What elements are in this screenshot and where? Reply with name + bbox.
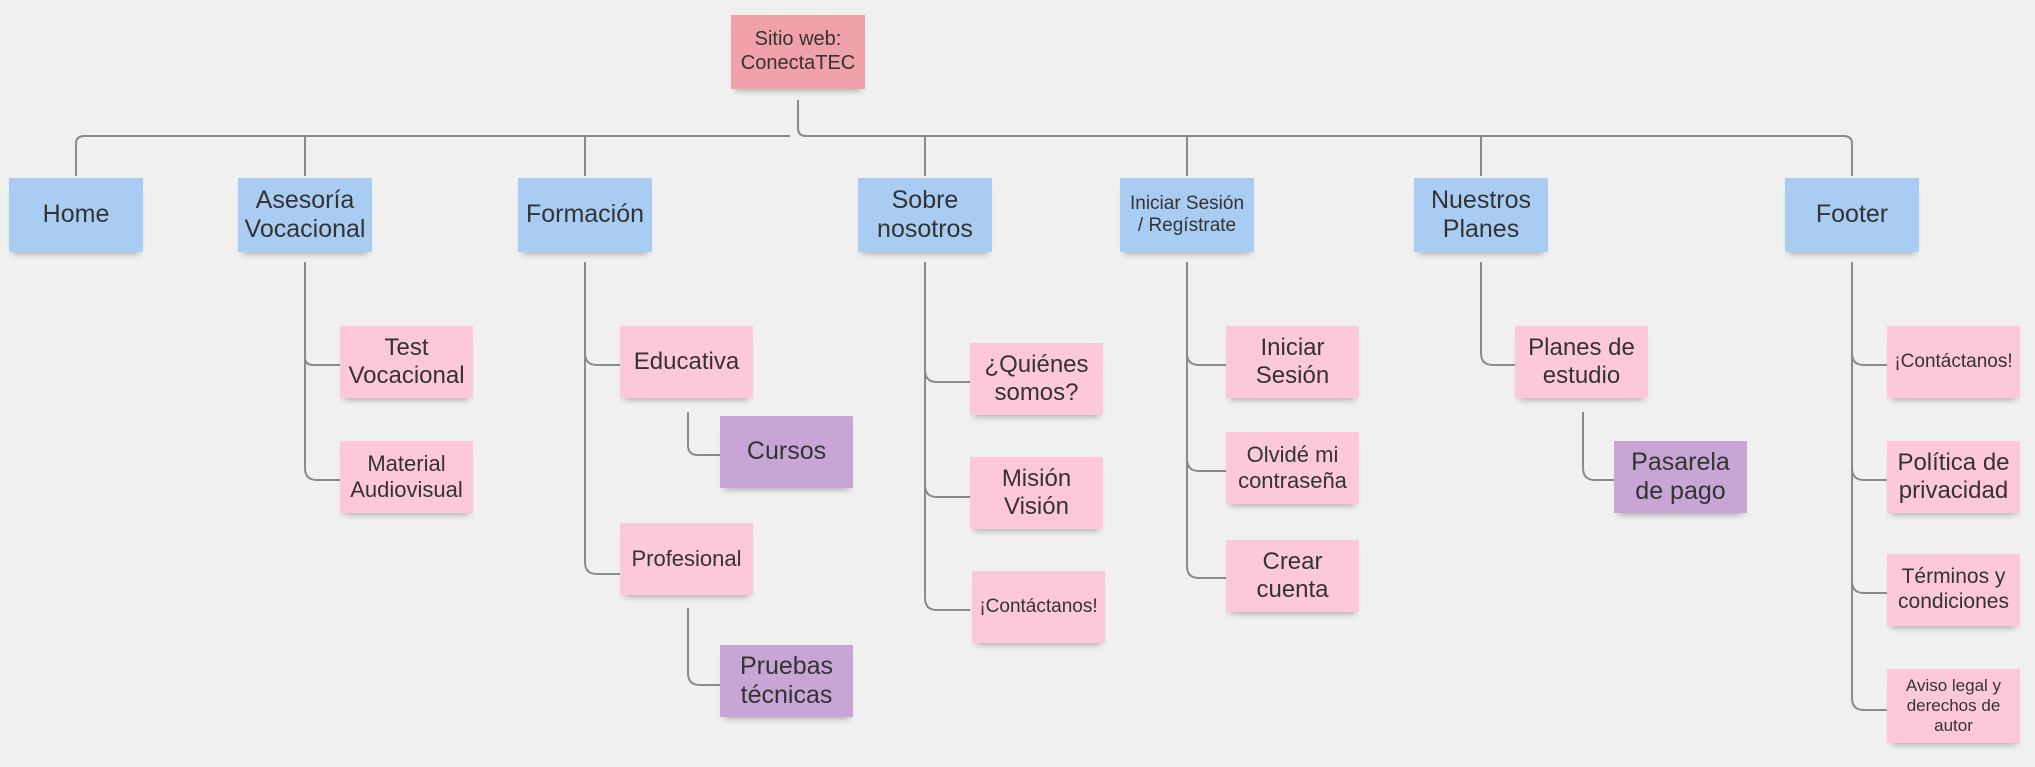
page-planes-de-estudio: Planes de estudio — [1515, 326, 1648, 398]
page-politica-de-privacidad: Política de privacidad — [1887, 441, 2020, 513]
page-crear-cuenta: Crear cuenta — [1226, 540, 1359, 612]
page-quienes-somos: ¿Quiénes somos? — [970, 343, 1103, 415]
connector-educativa-cursos — [687, 412, 720, 456]
category-home: Home — [9, 178, 143, 252]
category-footer: Footer — [1785, 178, 1919, 252]
page-profesional: Profesional — [620, 523, 753, 595]
page-material-audiovisual: Material Audiovisual — [340, 441, 473, 513]
page-contactanos-sobre: ¡Contáctanos! — [972, 571, 1105, 643]
root-node-sitio-web: Sitio web: ConectaTEC — [731, 15, 865, 89]
connector-planes-children — [1480, 262, 1515, 366]
page-aviso-legal: Aviso legal y derechos de autor — [1887, 669, 2020, 743]
category-sobre-nosotros: Sobre nosotros — [858, 178, 992, 252]
subpage-pruebas-tecnicas: Pruebas técnicas — [720, 645, 853, 717]
category-asesoria-vocacional: Asesoría Vocacional — [238, 178, 372, 252]
connector-root-left — [75, 135, 790, 176]
connector-formacion-children — [584, 262, 620, 575]
category-iniciar-sesion: Iniciar Sesión / Regístrate — [1120, 178, 1254, 252]
subpage-cursos: Cursos — [720, 416, 853, 488]
category-nuestros-planes: Nuestros Planes — [1414, 178, 1548, 252]
page-mision-vision: Misión Visión — [970, 457, 1103, 529]
page-olvide-contrasena: Olvidé mi contraseña — [1226, 432, 1359, 504]
page-iniciar-sesion: Iniciar Sesión — [1226, 326, 1359, 398]
page-educativa: Educativa — [620, 326, 753, 398]
connector-asesoria-children — [304, 262, 340, 481]
connector-planesestudio-pasarela — [1582, 412, 1614, 481]
connector-sobre-children — [924, 262, 970, 611]
connector-footer-children — [1851, 262, 1887, 711]
connector-root-bus — [797, 100, 1853, 176]
page-test-vocacional: Test Vocacional — [340, 326, 473, 398]
connector-iniciar-children — [1186, 262, 1226, 579]
subpage-pasarela-de-pago: Pasarela de pago — [1614, 441, 1747, 513]
category-formacion: Formación — [518, 178, 652, 252]
page-contactanos-footer: ¡Contáctanos! — [1887, 326, 2020, 398]
page-terminos-y-condiciones: Términos y condiciones — [1887, 554, 2020, 626]
connector-profesional-pruebas — [687, 608, 720, 686]
